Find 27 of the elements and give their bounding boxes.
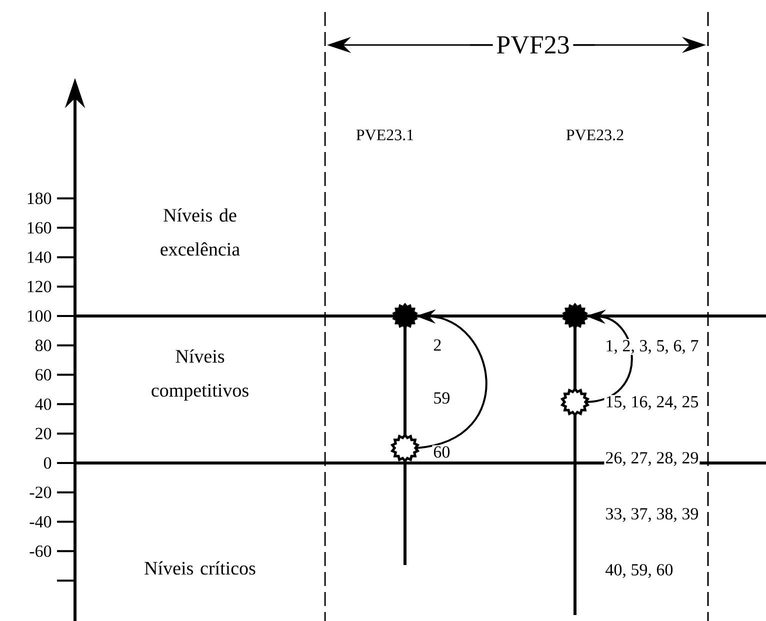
tick-label: 40 — [35, 398, 52, 410]
level-label: Níveis de excelência — [160, 208, 240, 256]
column-label: PVE23.2 — [566, 130, 624, 140]
tick-label: 100 — [28, 310, 52, 322]
column-label: PVE23.1 — [356, 130, 414, 140]
item-list: 33, 37, 38, 39 — [604, 507, 700, 523]
tick-label: 180 — [28, 192, 52, 204]
tick-label: 20 — [36, 428, 52, 440]
tick-label: -60 — [30, 545, 52, 557]
tick-label: 60 — [36, 369, 52, 381]
tick-label: -20 — [30, 486, 52, 498]
item-list: 40, 59, 60 — [604, 563, 674, 579]
item-number: 59 — [432, 391, 452, 405]
level-label: Níveis competitivos — [152, 349, 248, 401]
tick-label: 160 — [28, 222, 52, 234]
item-number: 60 — [432, 445, 452, 459]
item-list: 1, 2, 3, 5, 6, 7 — [604, 339, 700, 355]
tick-label: 0 — [44, 457, 52, 469]
tick-label: 80 — [35, 340, 52, 352]
item-list: 26, 27, 28, 29 — [604, 451, 700, 467]
level-label: Níveis críticos — [144, 561, 256, 575]
tick-label: 120 — [28, 280, 52, 292]
item-list: 15, 16, 24, 25 — [604, 395, 700, 411]
item-number: 2 — [432, 338, 443, 352]
tick-label: 140 — [28, 251, 52, 263]
dimension-label: PVF23 — [492, 32, 574, 58]
tick-label: -40 — [30, 516, 52, 528]
